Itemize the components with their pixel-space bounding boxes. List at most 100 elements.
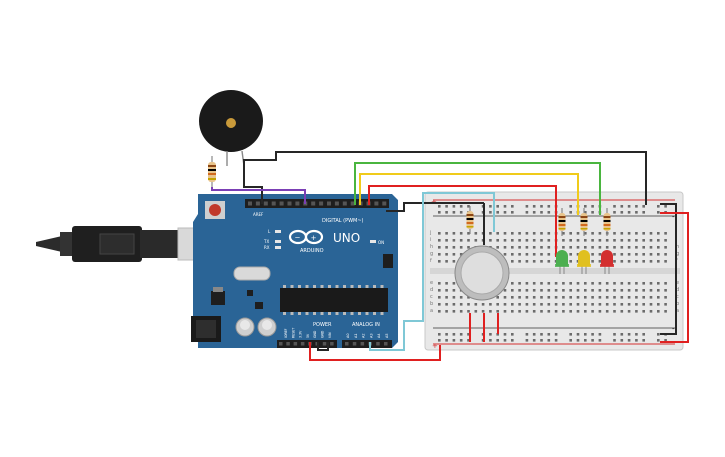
breadboard-hole[interactable] [540, 260, 543, 263]
breadboard-hole[interactable] [642, 239, 645, 242]
breadboard-hole[interactable] [554, 289, 558, 292]
rail-hole[interactable] [452, 205, 456, 208]
breadboard-hole[interactable] [474, 310, 478, 313]
breadboard-hole[interactable] [459, 239, 463, 242]
breadboard-hole[interactable] [664, 296, 667, 299]
breadboard-hole[interactable] [503, 232, 507, 235]
rail-hole[interactable] [657, 205, 660, 208]
breadboard-hole[interactable] [489, 303, 492, 306]
breadboard-hole[interactable] [657, 253, 660, 256]
breadboard-hole[interactable] [584, 232, 587, 235]
rail-hole[interactable] [540, 333, 543, 336]
breadboard-hole[interactable] [518, 239, 521, 242]
breadboard-hole[interactable] [511, 303, 514, 306]
breadboard-hole[interactable] [532, 232, 536, 235]
wire-red-rail-jumper[interactable] [660, 212, 689, 343]
breadboard-hole[interactable] [664, 289, 667, 292]
rail-hole[interactable] [584, 333, 587, 336]
breadboard-hole[interactable] [562, 296, 565, 299]
breadboard-hole[interactable] [532, 282, 536, 285]
rail-hole[interactable] [496, 211, 499, 214]
rail-hole[interactable] [569, 339, 572, 342]
rail-hole[interactable] [532, 333, 536, 336]
analog-pin[interactable] [352, 342, 357, 346]
rail-hole[interactable] [627, 339, 631, 342]
breadboard-hole[interactable] [481, 310, 485, 313]
breadboard-hole[interactable] [467, 239, 470, 242]
breadboard-hole[interactable] [525, 239, 529, 242]
wire-black-rail-jumper[interactable] [660, 203, 677, 335]
breadboard-hole[interactable] [657, 289, 660, 292]
breadboard-hole[interactable] [649, 239, 653, 242]
breadboard-hole[interactable] [540, 246, 543, 249]
breadboard-hole[interactable] [649, 303, 653, 306]
rail-hole[interactable] [591, 333, 594, 336]
breadboard-hole[interactable] [613, 239, 616, 242]
breadboard-hole[interactable] [503, 303, 507, 306]
breadboard-hole[interactable] [576, 253, 580, 256]
breadboard-hole[interactable] [642, 310, 645, 313]
breadboard-hole[interactable] [613, 296, 616, 299]
buzzer-resistor[interactable] [208, 156, 216, 187]
breadboard-hole[interactable] [649, 282, 653, 285]
rail-hole[interactable] [642, 211, 645, 214]
rail-hole[interactable] [620, 211, 624, 214]
rail-hole[interactable] [554, 333, 558, 336]
breadboard-hole[interactable] [540, 289, 543, 292]
breadboard-hole[interactable] [459, 303, 463, 306]
breadboard-hole[interactable] [576, 239, 580, 242]
breadboard-hole[interactable] [467, 296, 470, 299]
breadboard-hole[interactable] [562, 232, 565, 235]
breadboard-hole[interactable] [657, 303, 660, 306]
breadboard-hole[interactable] [445, 289, 448, 292]
breadboard-hole[interactable] [584, 239, 587, 242]
breadboard-hole[interactable] [532, 310, 536, 313]
power-pin[interactable] [300, 342, 305, 346]
wire-cyan-sensor[interactable] [369, 192, 495, 351]
breadboard-hole[interactable] [540, 253, 543, 256]
breadboard-hole[interactable] [649, 260, 653, 263]
breadboard-hole[interactable] [598, 303, 602, 306]
breadboard-hole[interactable] [569, 239, 572, 242]
breadboard-hole[interactable] [525, 253, 529, 256]
breadboard-hole[interactable] [613, 260, 616, 263]
breadboard-hole[interactable] [554, 296, 558, 299]
digital-pin[interactable] [255, 201, 260, 206]
rail-hole[interactable] [511, 205, 514, 208]
rail-hole[interactable] [459, 339, 463, 342]
breadboard-hole[interactable] [503, 253, 507, 256]
piezo-buzzer[interactable] [199, 90, 263, 167]
breadboard-hole[interactable] [635, 246, 638, 249]
breadboard-hole[interactable] [584, 296, 587, 299]
breadboard-hole[interactable] [576, 303, 580, 306]
rail-hole[interactable] [438, 211, 441, 214]
breadboard-hole[interactable] [438, 303, 441, 306]
breadboard-hole[interactable] [627, 303, 631, 306]
breadboard-hole[interactable] [532, 296, 536, 299]
breadboard-hole[interactable] [518, 282, 521, 285]
breadboard-hole[interactable] [518, 246, 521, 249]
rail-hole[interactable] [445, 333, 448, 336]
breadboard-hole[interactable] [511, 296, 514, 299]
breadboard-hole[interactable] [496, 239, 499, 242]
breadboard-hole[interactable] [576, 310, 580, 313]
reset-button-cap[interactable] [209, 204, 221, 216]
breadboard-hole[interactable] [547, 232, 551, 235]
breadboard-hole[interactable] [664, 303, 667, 306]
rail-hole[interactable] [452, 211, 456, 214]
breadboard-hole[interactable] [554, 303, 558, 306]
breadboard-hole[interactable] [627, 296, 631, 299]
breadboard-hole[interactable] [445, 239, 448, 242]
breadboard-hole[interactable] [620, 253, 624, 256]
gas-sensor[interactable] [454, 245, 510, 301]
breadboard-hole[interactable] [496, 310, 499, 313]
rail-hole[interactable] [532, 339, 536, 342]
rail-hole[interactable] [525, 205, 529, 208]
rail-hole[interactable] [635, 205, 638, 208]
breadboard-hole[interactable] [642, 289, 645, 292]
wire-green-led[interactable] [354, 162, 601, 215]
yellow-led[interactable] [577, 250, 591, 274]
breadboard-hole[interactable] [657, 296, 660, 299]
rail-hole[interactable] [627, 211, 631, 214]
breadboard-hole[interactable] [591, 310, 594, 313]
